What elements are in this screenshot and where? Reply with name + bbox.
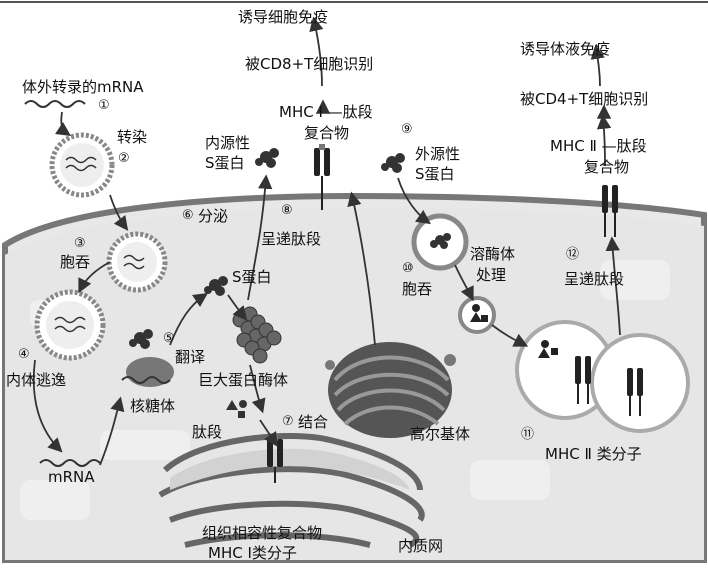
- step-6: ⑥: [182, 208, 194, 223]
- ribosome: [121, 357, 174, 387]
- step-10: ⑩: [402, 261, 414, 276]
- step-12: ⑫: [566, 247, 579, 262]
- label-secrete: 分泌: [198, 207, 228, 225]
- mhc-molecules: [267, 144, 643, 483]
- step-9: ⑨: [401, 122, 413, 137]
- label-mrna: mRNA: [48, 468, 95, 486]
- label-proteasome: 巨大蛋白酶体: [198, 371, 288, 389]
- s-protein-icons: [129, 148, 405, 349]
- membrane-invagination: [106, 231, 168, 293]
- endosome: [34, 289, 106, 361]
- mhc2-vesicle: [515, 320, 690, 433]
- label-ribosome: 核糖体: [130, 397, 175, 415]
- label-s-protein: S蛋白: [232, 268, 272, 286]
- label-exogenous-1: 外源性: [415, 145, 460, 163]
- mrna-strand-cytoplasm: [39, 459, 101, 467]
- lipid-nanoparticle: [49, 132, 115, 198]
- label-lysosome-1: 溶酶体: [470, 245, 515, 263]
- label-cd4-recognition: 被CD4+T细胞识别: [520, 90, 648, 108]
- label-mhc2-complex-2: 复合物: [584, 158, 629, 176]
- label-lysosome-2: 处理: [476, 266, 506, 284]
- label-golgi: 高尔基体: [410, 425, 470, 443]
- lysosome: [411, 213, 496, 334]
- label-present-peptide-8: 呈递肽段: [261, 230, 321, 248]
- label-mhc2-molecule: MHC Ⅱ 类分子: [545, 445, 642, 463]
- label-peptide: 肽段: [192, 423, 222, 441]
- endoplasmic-reticulum: [158, 432, 425, 548]
- process-arrows: [32, 16, 621, 466]
- label-humoral-immunity: 诱导体液免疫: [520, 40, 610, 58]
- label-cd8-recognition: 被CD8+T细胞识别: [245, 55, 373, 73]
- peptide-fragments: [226, 400, 247, 418]
- label-endocytosis-10: 胞吞: [402, 280, 432, 298]
- step-7: ⑦: [282, 414, 294, 429]
- label-cell-immunity: 诱导细胞免疫: [238, 8, 328, 26]
- step-5: ⑤: [163, 331, 175, 346]
- label-present-peptide-12: 呈递肽段: [564, 270, 624, 288]
- step-2: ②: [118, 151, 130, 166]
- step-1: ①: [98, 98, 110, 113]
- golgi-apparatus: [325, 342, 456, 438]
- mrna-strand-outside: [24, 100, 86, 108]
- label-mhc2-complex-1: MHC Ⅱ —肽段: [550, 137, 647, 155]
- label-mhc1-complex-2: 复合物: [304, 124, 349, 142]
- step-8: ⑧: [281, 203, 293, 218]
- label-bind: 结合: [298, 413, 328, 431]
- label-er: 内质网: [398, 537, 443, 555]
- step-3: ③: [74, 236, 86, 251]
- label-endosome-escape: 内体逃逸: [6, 371, 66, 389]
- label-mhc1-complex-1: MHC Ⅰ —肽段: [279, 103, 373, 121]
- label-mrna-source: 体外转录的mRNA: [22, 78, 144, 96]
- label-translate: 翻译: [175, 348, 205, 366]
- label-endocytosis: 胞吞: [60, 253, 90, 271]
- label-endogenous-1: 内源性: [205, 134, 250, 152]
- label-mhc-complex-1: 组织相容性复合物: [202, 524, 322, 542]
- label-endogenous-2: S蛋白: [205, 154, 245, 172]
- step-11: ⑪: [521, 427, 534, 442]
- label-transfect: 转染: [117, 128, 147, 146]
- label-exogenous-2: S蛋白: [415, 165, 455, 183]
- step-4: ④: [18, 347, 30, 362]
- label-mhc-complex-2: MHC Ⅰ类分子: [208, 544, 297, 562]
